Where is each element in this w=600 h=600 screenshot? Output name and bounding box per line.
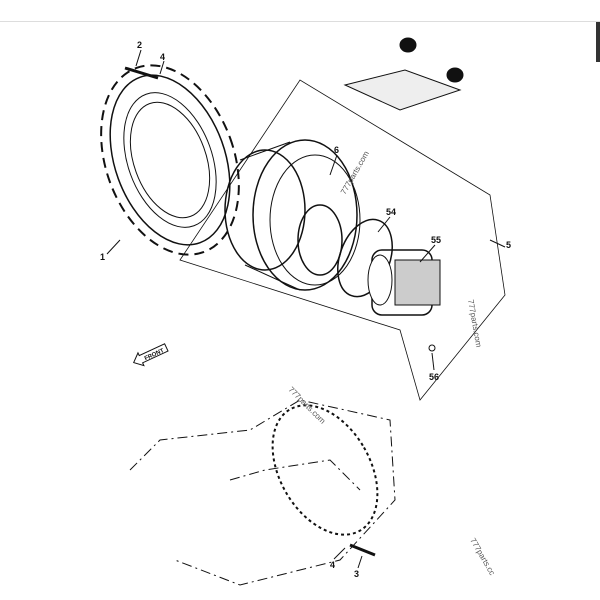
viewer-top-bar: [0, 0, 600, 22]
front-arrow: FRONT: [132, 343, 169, 367]
callout-1: 1: [100, 252, 105, 262]
callout-5: 5: [506, 240, 511, 250]
callout-3: 3: [354, 569, 359, 579]
callout-4-lower: 4: [330, 560, 335, 570]
watermark: 777parts.com: [466, 299, 483, 349]
scrollbar[interactable]: [596, 22, 600, 62]
callout-54: 54: [386, 207, 396, 217]
callout-4: 4: [160, 52, 165, 62]
assembly-box-outline: [179, 79, 506, 401]
travel-motor: [367, 249, 441, 316]
callout-56: 56: [429, 372, 439, 382]
bracket: [343, 37, 464, 111]
hub-drum: [224, 139, 361, 291]
callout-6: 6: [334, 145, 339, 155]
lower-hub-ring: [271, 404, 379, 536]
callout-55: 55: [431, 235, 441, 245]
sprocket: [100, 64, 240, 256]
watermark: 777parts.cc: [468, 537, 496, 577]
callout-2: 2: [137, 40, 142, 50]
watermark: 777parts.com: [287, 385, 328, 426]
machine-frame-outline: [129, 399, 396, 586]
